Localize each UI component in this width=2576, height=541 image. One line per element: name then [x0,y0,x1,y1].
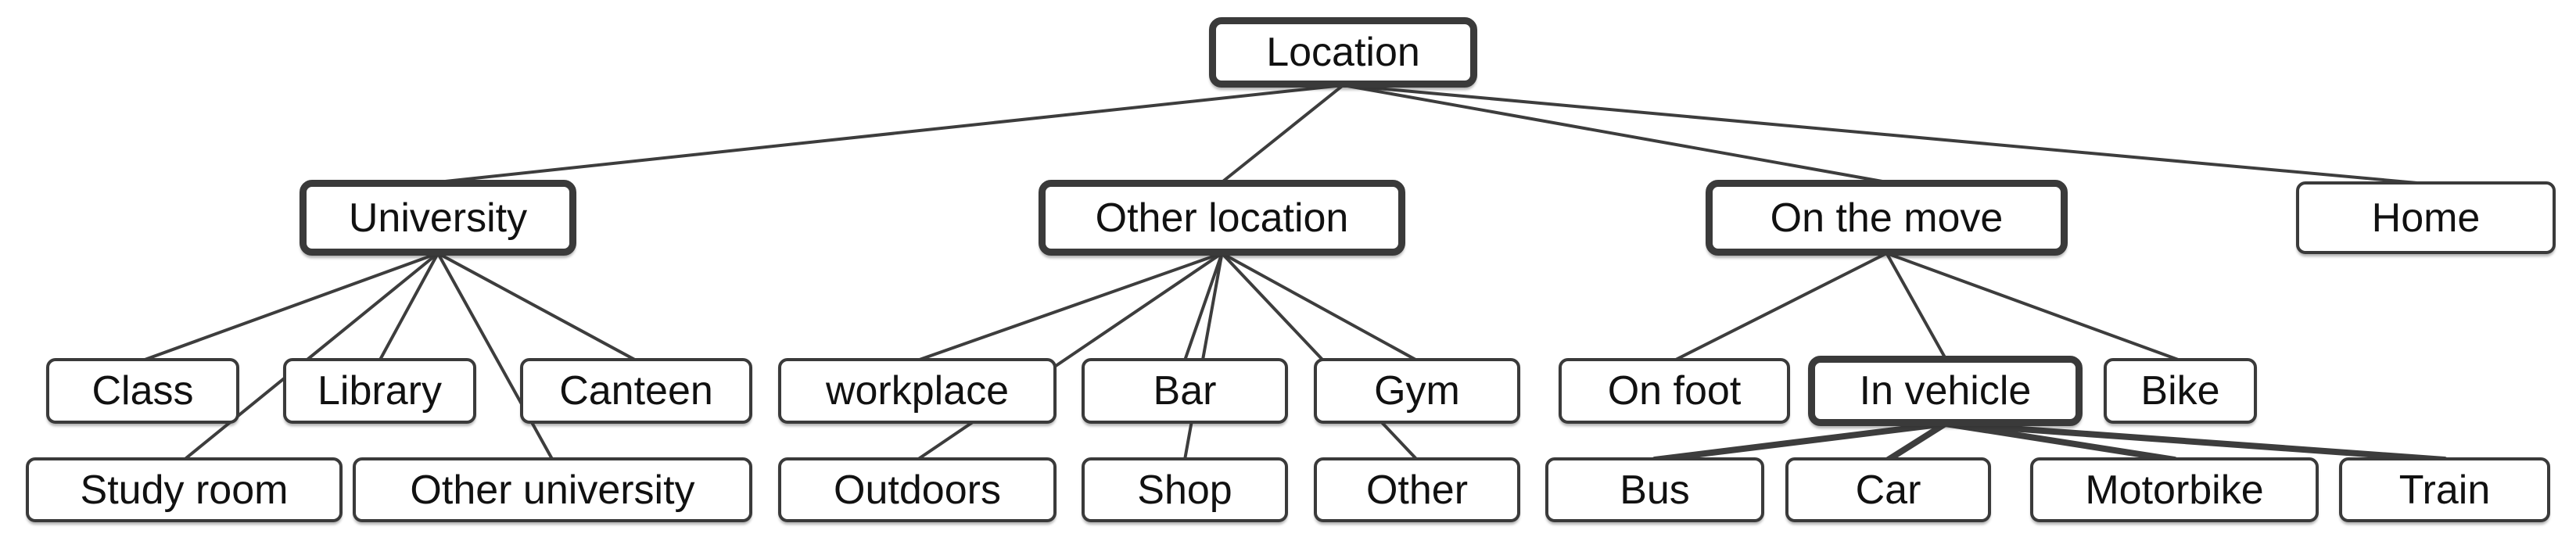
edge-university-class [141,252,439,362]
edge-location-on-the-move [1341,84,1889,184]
node-home: Home [2296,181,2556,254]
node-class: Class [46,358,239,424]
edge-university-study-room [182,252,439,461]
edge-other-location-bar [1183,252,1224,362]
edge-on-the-move-in-vehicle [1885,252,1947,360]
edge-location-university [436,84,1345,184]
node-motorbike: Motorbike [2030,457,2319,522]
node-study-room: Study room [26,457,343,522]
node-bike: Bike [2104,358,2257,424]
edge-in-vehicle-bus [1652,421,1949,463]
node-workplace: workplace [778,358,1057,424]
edge-university-library [378,252,439,362]
node-bar: Bar [1082,358,1288,424]
edge-other-location-gym [1220,252,1419,362]
edge-university-canteen [436,252,638,362]
node-library: Library [283,358,476,424]
edge-other-location-workplace [916,252,1224,362]
node-outdoors: Outdoors [778,457,1057,522]
node-bus: Bus [1545,457,1764,522]
node-car: Car [1785,457,1991,522]
edge-location-other-location [1220,84,1345,184]
edge-other-location-outdoors [916,252,1224,461]
node-in-vehicle: In vehicle [1808,356,2083,426]
edge-on-the-move-bike [1885,252,2182,362]
node-university: University [300,180,576,256]
edge-in-vehicle-train [1942,421,2448,463]
edge-on-the-move-on-foot [1673,252,1889,362]
node-other: Other [1314,457,1520,522]
edge-location-home [1341,84,2427,185]
node-canteen: Canteen [520,358,752,424]
edge-in-vehicle-car [1885,421,1949,463]
node-gym: Gym [1314,358,1520,424]
node-train: Train [2339,457,2550,522]
node-on-foot: On foot [1559,358,1790,424]
edge-in-vehicle-motorbike [1942,421,2178,463]
node-location: Location [1209,17,1477,88]
edge-other-location-shop [1183,252,1224,461]
node-shop: Shop [1082,457,1288,522]
node-other-university: Other university [353,457,752,522]
node-other-location: Other location [1039,180,1405,256]
edge-other-location-other [1220,252,1419,461]
edge-university-other-university [436,252,554,461]
node-on-the-move: On the move [1706,180,2068,256]
